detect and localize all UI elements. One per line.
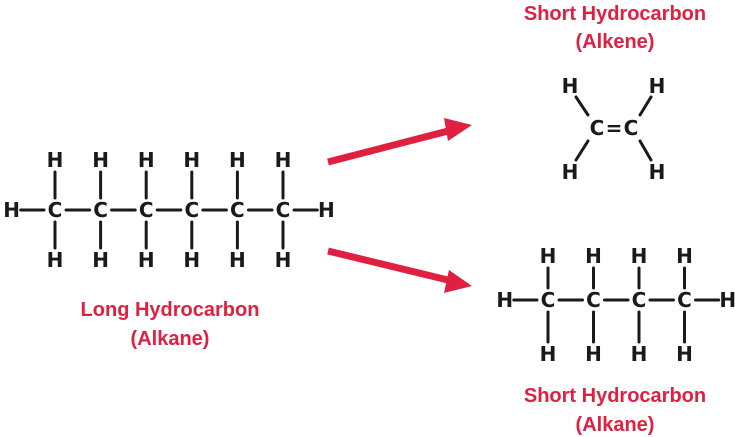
carbon-atom: C <box>276 198 291 222</box>
carbon-atom: C <box>230 198 245 222</box>
hydrogen-atom: H <box>183 248 200 272</box>
carbon-atom: C <box>586 288 601 312</box>
bond-line <box>574 139 590 162</box>
carbon-atom: C <box>184 198 199 222</box>
hydrogen-atom: H <box>585 244 602 268</box>
double-bond: = <box>606 116 623 140</box>
hydrogen-atom: H <box>540 342 557 366</box>
arrow-shaft <box>327 247 453 285</box>
bond-line <box>574 95 590 117</box>
arrow-shaft <box>327 126 453 166</box>
arrow-head <box>444 118 472 141</box>
hydrogen-atom: H <box>138 148 155 172</box>
hydrogen-atom: H <box>275 148 292 172</box>
carbon-atom: C <box>590 116 605 140</box>
carbon-atom: C <box>48 198 63 222</box>
hydrogen-atom: H <box>47 148 64 172</box>
hydrogen-atom: H <box>318 198 335 222</box>
long-hydrocarbon-caption: Long Hydrocarbon <box>81 299 260 321</box>
short-alkane-caption: Short Hydrocarbon <box>524 385 706 407</box>
bond-line <box>638 95 653 117</box>
carbon-atom: C <box>541 288 556 312</box>
hydrogen-atom: H <box>676 342 693 366</box>
hydrogen-atom: H <box>631 342 648 366</box>
arrow-to-short-alkane <box>327 247 472 293</box>
bond-line <box>638 139 653 162</box>
hydrogen-atom: H <box>649 160 666 184</box>
hydrogen-atom: H <box>92 248 109 272</box>
short-alkane-subcaption: (Alkane) <box>576 414 655 436</box>
hydrogen-atom: H <box>631 244 648 268</box>
long-hydrocarbon-structure: H H C H H C H H C H H C H H C H H C H H <box>3 148 334 272</box>
hydrogen-atom: H <box>562 74 579 98</box>
hydrogen-atom: H <box>3 198 20 222</box>
hydrogen-atom: H <box>229 248 246 272</box>
hydrogen-atom: H <box>585 342 602 366</box>
short-alkene-subcaption: (Alkene) <box>576 31 655 53</box>
carbon-atom: C <box>677 288 692 312</box>
arrow-head <box>444 270 472 293</box>
hydrogen-atom: H <box>562 160 579 184</box>
carbon-atom: C <box>632 288 647 312</box>
hydrogen-atom: H <box>719 288 735 312</box>
carbon-atom: C <box>93 198 108 222</box>
arrow-to-alkene <box>327 118 472 166</box>
hydrogen-atom: H <box>496 288 513 312</box>
carbon-atom: C <box>139 198 154 222</box>
hydrogen-atom: H <box>47 248 64 272</box>
hydrogen-atom: H <box>540 244 557 268</box>
hydrogen-atom: H <box>649 74 666 98</box>
long-hydrocarbon-subcaption: (Alkane) <box>131 328 210 350</box>
hydrogen-atom: H <box>138 248 155 272</box>
hydrogen-atom: H <box>229 148 246 172</box>
hydrogen-atom: H <box>676 244 693 268</box>
short-alkene-caption: Short Hydrocarbon <box>524 3 706 25</box>
hydrogen-atom: H <box>183 148 200 172</box>
carbon-atom: C <box>624 116 639 140</box>
hydrogen-atom: H <box>275 248 292 272</box>
hydrogen-atom: H <box>92 148 109 172</box>
